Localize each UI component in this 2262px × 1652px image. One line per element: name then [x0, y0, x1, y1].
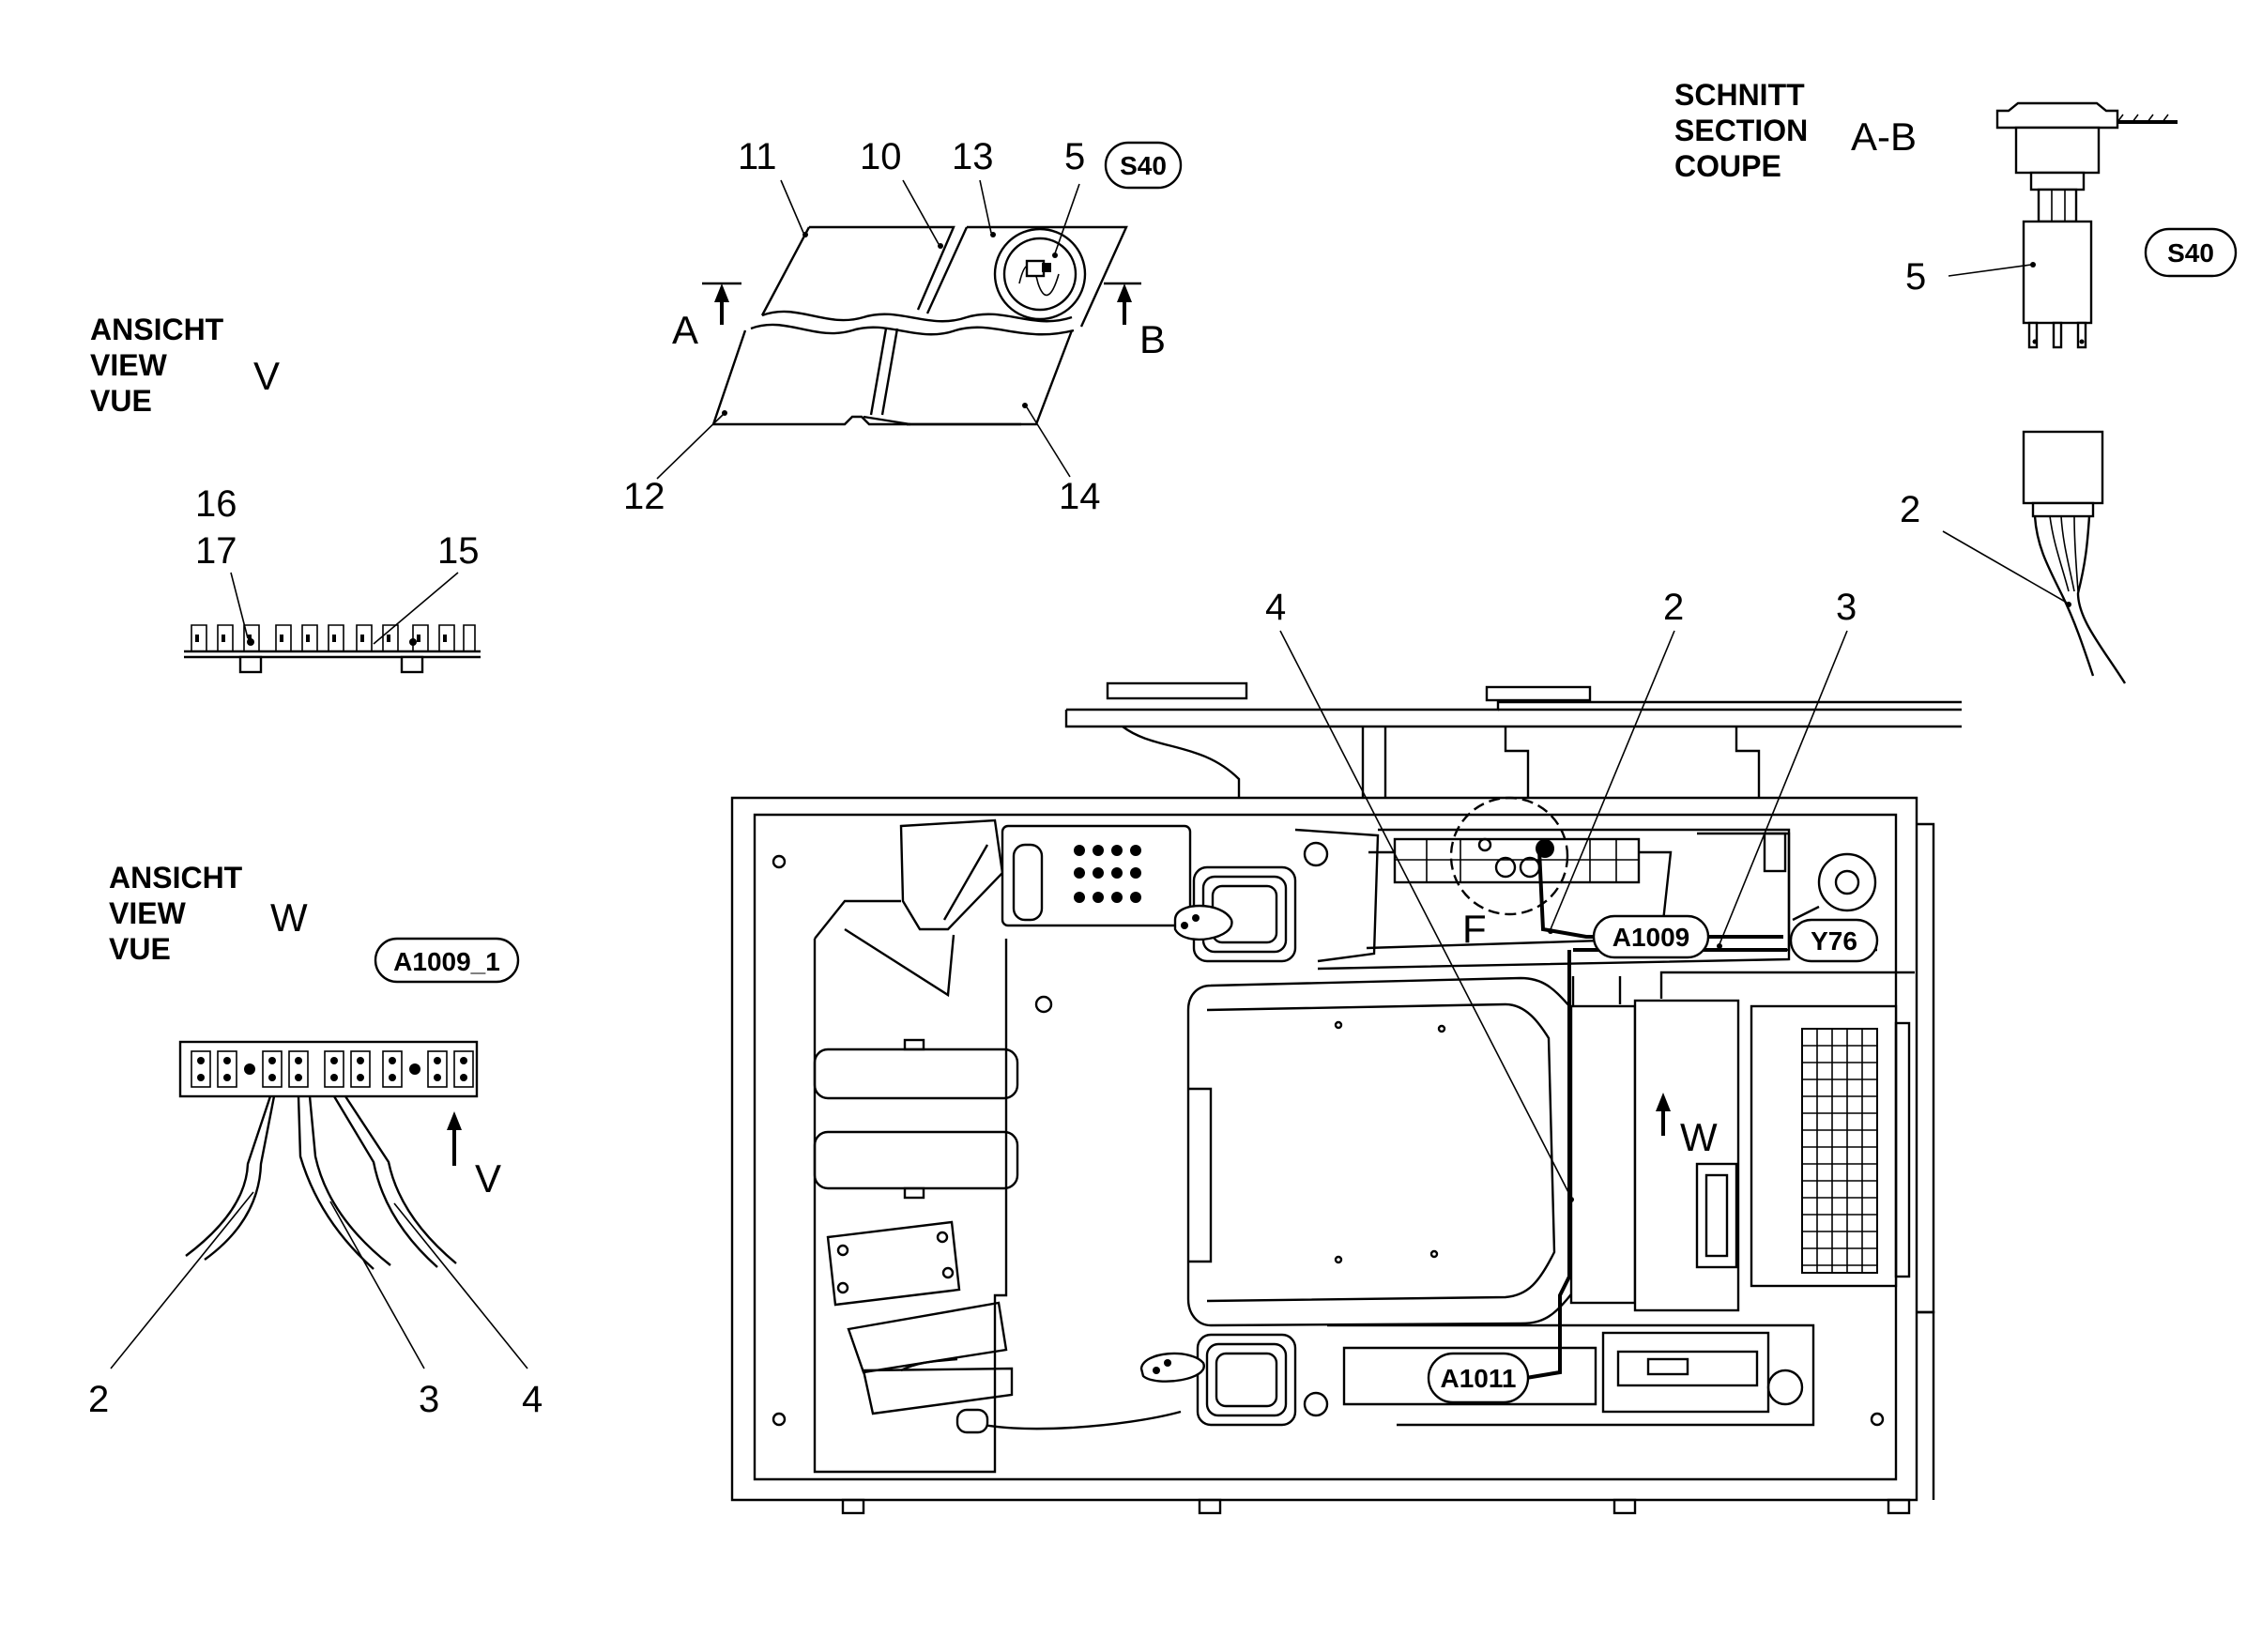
section-heading-3: COUPE	[1674, 149, 1781, 183]
heater-module: W	[1569, 971, 1915, 1312]
cable-bundles-w	[185, 1095, 457, 1270]
section-arrow-b	[1104, 282, 1141, 325]
callout-w-3: 3	[419, 1379, 439, 1420]
panel-switch-s40	[993, 227, 1087, 321]
tag-s40-panel	[1104, 141, 1183, 190]
callout-17: 17	[195, 530, 237, 572]
section-mark-b: B	[1139, 317, 1166, 361]
view-w-heading-2: VIEW	[109, 896, 187, 930]
view-arrow-v	[447, 1111, 462, 1166]
tag-a1009	[1592, 914, 1710, 959]
callout-14: 14	[1059, 476, 1101, 517]
tag-s40-section	[2144, 227, 2238, 278]
view-v-heading-2: VIEW	[90, 348, 168, 382]
view-w-arrow-letter: V	[475, 1156, 501, 1201]
tag-s40-panel-label: S40	[1120, 151, 1167, 180]
view-arrow-w	[1656, 1093, 1671, 1136]
callout-main-3: 3	[1836, 587, 1857, 628]
tag-a1009-1	[374, 937, 520, 984]
section-heading-2: SECTION	[1674, 114, 1808, 147]
callout-section-5: 5	[1905, 256, 1926, 298]
view-w-group: ANSICHT VIEW VUE W A1009_1	[88, 861, 543, 1420]
cab-frame	[730, 796, 1935, 1515]
connector-block-w	[178, 1040, 479, 1098]
view-w-heading-1: ANSICHT	[109, 861, 243, 895]
callout-section-2: 2	[1900, 489, 1920, 530]
callout-w-2: 2	[88, 1379, 109, 1420]
section-heading-1: SCHNITT	[1674, 78, 1805, 112]
section-letter-ab: A-B	[1851, 115, 1917, 159]
module-letter-w: W	[1680, 1115, 1718, 1159]
view-v-group: ANSICHT VIEW VUE V	[90, 313, 481, 674]
joystick-bottom	[955, 1333, 1297, 1434]
tag-y76-label: Y76	[1811, 926, 1857, 956]
left-console	[813, 899, 1019, 1474]
callout-main-2: 2	[1663, 587, 1684, 628]
callout-15: 15	[437, 530, 480, 572]
view-v-heading-3: VUE	[90, 384, 152, 418]
section-ab-group: SCHNITT SECTION COUPE A-B S40 5	[1674, 78, 2238, 684]
module-letter-f: F	[1462, 907, 1487, 951]
view-v-letter: V	[253, 354, 280, 398]
view-v-heading-1: ANSICHT	[90, 313, 224, 346]
tag-a1009-label: A1009	[1612, 923, 1690, 952]
relay-cable-section	[2022, 430, 2127, 684]
callout-10: 10	[860, 136, 902, 177]
tag-a1011	[1427, 1352, 1530, 1404]
upper-left-control	[899, 818, 1192, 931]
radio-console	[1303, 1323, 1815, 1427]
callout-panel-5: 5	[1064, 136, 1085, 177]
callout-main-4: 4	[1265, 587, 1286, 628]
tag-a1011-label: A1011	[1441, 1364, 1517, 1393]
cab-roof-edge	[1064, 681, 1962, 798]
cab-plan-group: F	[730, 587, 1962, 1515]
switch-panel-group: A B 11 10 13 5 12 14 S40	[623, 136, 1183, 517]
callout-w-4: 4	[522, 1379, 543, 1420]
callout-11: 11	[738, 136, 777, 177]
view-w-heading-3: VUE	[109, 932, 171, 966]
callout-16: 16	[195, 483, 237, 525]
section-arrow-a	[702, 282, 741, 325]
terminal-strip-v	[184, 624, 481, 674]
tag-a1009-1-label: A1009_1	[393, 947, 500, 976]
tag-y76	[1789, 918, 1879, 963]
tag-s40-section-label: S40	[2167, 238, 2214, 268]
callout-13: 13	[952, 136, 994, 177]
operator-seat	[1186, 976, 1588, 1327]
joystick-top	[1173, 865, 1297, 963]
section-mark-a: A	[672, 308, 698, 352]
callout-12: 12	[623, 476, 665, 517]
top-console: F	[1294, 796, 1791, 971]
view-w-letter: W	[270, 895, 308, 940]
switch-s40-section	[1995, 101, 2178, 349]
